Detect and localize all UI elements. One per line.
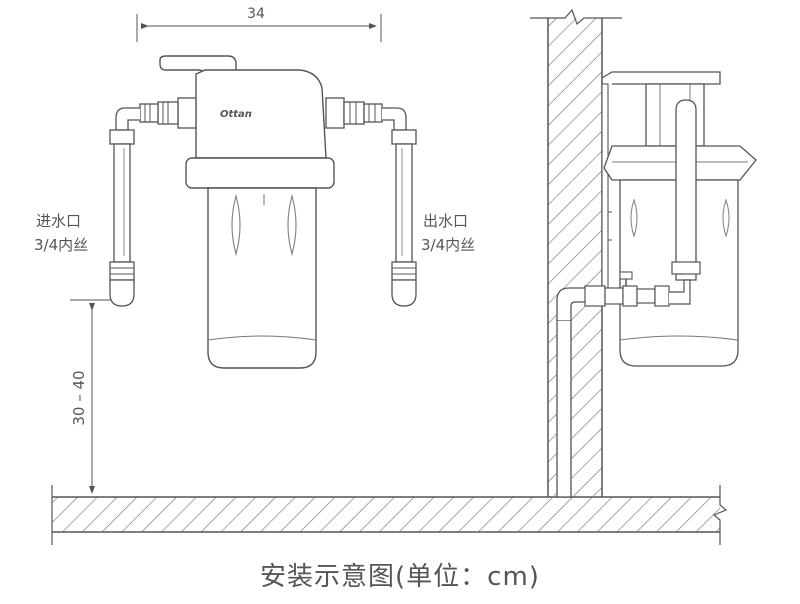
width-dimension: 34: [136, 6, 382, 42]
outlet-label-line2: 3/4内丝: [421, 236, 475, 254]
diagram-caption: 安装示意图(单位：cm): [260, 562, 540, 592]
inlet-label: 进水口 3/4内丝: [34, 212, 88, 254]
inlet-label-line2: 3/4内丝: [34, 236, 88, 254]
height-dimension-label: 30 – 40: [70, 370, 88, 425]
floor: [51, 485, 728, 545]
inlet-label-line1: 进水口: [36, 212, 81, 230]
outlet-label: 出水口 3/4内丝: [421, 212, 475, 254]
height-dimension: 30 – 40: [70, 299, 115, 494]
width-dimension-label: 34: [247, 6, 265, 22]
filter-front-view: Ottan: [109, 55, 417, 369]
filter-side-view: [584, 71, 757, 367]
brand-logo: Ottan: [220, 109, 252, 120]
outlet-label-line1: 出水口: [423, 212, 468, 230]
